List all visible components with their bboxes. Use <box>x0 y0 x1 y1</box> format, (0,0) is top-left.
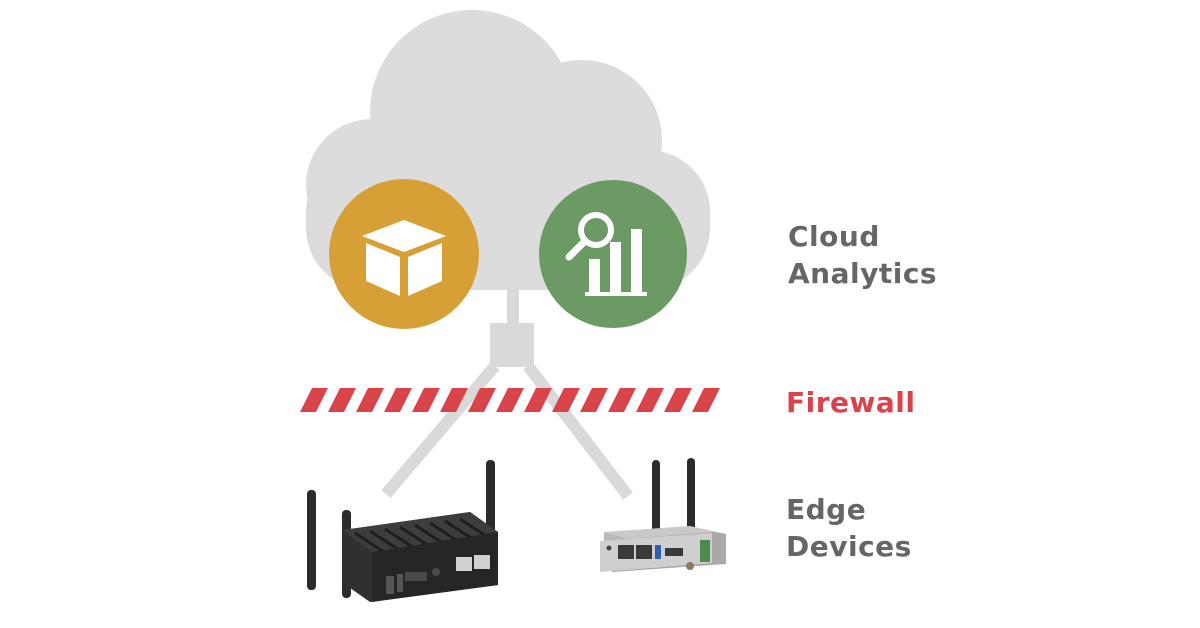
search-bar-chart-icon <box>565 212 647 296</box>
firewall-stripe <box>300 388 328 412</box>
edge-device-box-pc <box>307 460 498 602</box>
firewall-stripes <box>300 388 720 412</box>
firewall-stripe <box>496 388 524 412</box>
edge-device-gateway <box>600 458 726 572</box>
analytics-node <box>539 180 687 328</box>
firewall-stripe <box>328 388 356 412</box>
cube-icon <box>362 220 446 296</box>
firewall-stripe <box>384 388 412 412</box>
firewall-label: Firewall <box>786 384 915 421</box>
firewall-stripe <box>692 388 720 412</box>
connector-lines <box>490 288 534 367</box>
storage-circle <box>329 179 479 329</box>
firewall-label-text: Firewall <box>786 386 916 419</box>
edge-label-line-1: Edge <box>786 493 867 526</box>
edge-label-line-2: Devices <box>786 530 912 563</box>
firewall-stripe <box>468 388 496 412</box>
firewall-stripe <box>636 388 664 412</box>
edge-devices-label: Edge Devices <box>786 491 912 565</box>
firewall-stripe <box>664 388 692 412</box>
cloud-label-line-2: Analytics <box>788 257 938 290</box>
firewall-stripe <box>608 388 636 412</box>
firewall-stripe <box>356 388 384 412</box>
cloud-analytics-label: Cloud Analytics <box>788 218 937 292</box>
edge-connectors <box>381 362 633 500</box>
firewall-stripe <box>580 388 608 412</box>
firewall-stripe <box>412 388 440 412</box>
firewall-stripe <box>552 388 580 412</box>
firewall-stripe <box>524 388 552 412</box>
storage-node <box>329 179 479 329</box>
cloud-label-line-1: Cloud <box>788 220 880 253</box>
firewall-stripe <box>440 388 468 412</box>
